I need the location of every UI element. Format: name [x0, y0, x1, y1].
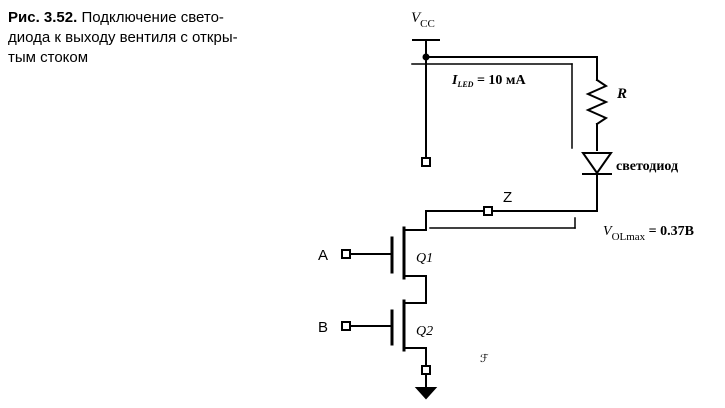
led-label: светодиод — [616, 159, 678, 174]
caption-line-1: Подключение свето- — [81, 9, 224, 26]
node-z-terminal — [483, 206, 493, 216]
caption-line-3: тым стоком — [8, 49, 89, 66]
q1-label: Q1 — [416, 251, 433, 266]
input-a-label: A — [318, 247, 328, 264]
caption-figure-number: Рис. 3.52. — [8, 9, 78, 26]
vcc-junction — [422, 53, 430, 61]
led-triangle — [581, 152, 613, 175]
figure-caption: Рис. 3.52. Подключение свето- диода к вы… — [8, 8, 308, 68]
ground-terminal — [421, 365, 431, 375]
ground-symbol — [414, 387, 438, 400]
iled-label: ILED = 10 мА — [451, 73, 526, 89]
input-b-label: B — [318, 319, 328, 336]
vcc-label: VCC — [411, 10, 435, 30]
resistor-symbol — [585, 78, 609, 126]
vol-label: VOLmax = 0.37В — [603, 224, 694, 243]
vcc-lower-terminal — [421, 157, 431, 167]
caption-line-2: диода к выходу вентиля с откры- — [8, 29, 238, 46]
input-b-terminal — [341, 321, 351, 331]
node-z-label: Z — [503, 189, 512, 206]
q2-label: Q2 — [416, 324, 433, 339]
scan-mark: ℱ — [480, 353, 489, 365]
input-a-terminal — [341, 249, 351, 259]
resistor-label: R — [616, 86, 627, 102]
